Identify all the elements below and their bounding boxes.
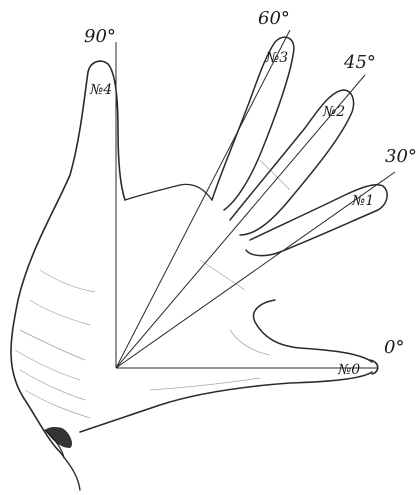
finger-label-0: №0 [337, 362, 360, 378]
ray-60 [116, 30, 290, 368]
finger-label-2: №2 [322, 104, 345, 120]
angle-label-0: 0° [384, 337, 404, 358]
finger-label-1: №1 [351, 193, 374, 209]
angle-label-60: 60° [258, 8, 290, 29]
angle-label-45: 45° [343, 52, 376, 73]
finger-label-3: №3 [265, 50, 288, 66]
angle-labels: 90° 60° 45° 30° 0° [84, 8, 417, 358]
hand-shading [15, 160, 290, 418]
angle-label-90: 90° [84, 26, 116, 47]
finger-label-4: №4 [89, 82, 112, 98]
angle-label-30: 30° [385, 146, 417, 167]
finger-labels: №4 №3 №2 №1 №0 [89, 50, 374, 378]
